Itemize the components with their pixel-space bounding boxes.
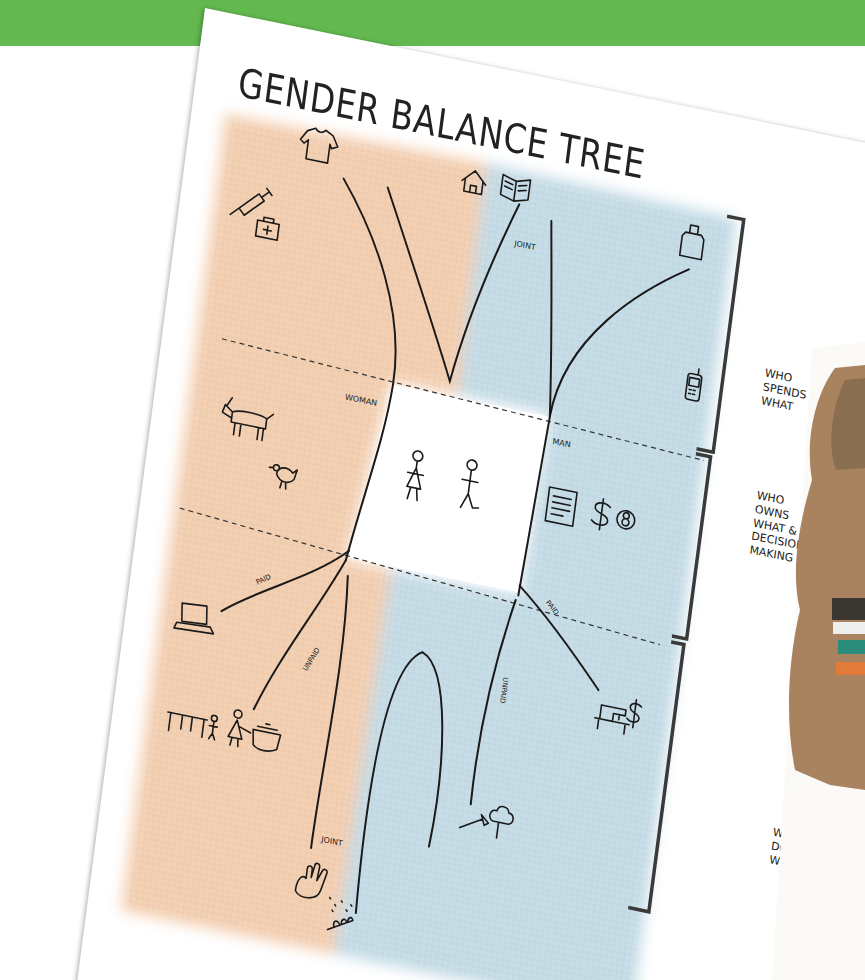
green-banner	[0, 0, 865, 46]
root-label: PAID	[255, 573, 273, 587]
man-figure	[458, 458, 484, 511]
person-label: WOMAN	[344, 393, 377, 409]
house-icon	[461, 169, 487, 196]
seeds-icon	[328, 898, 352, 915]
branch-line	[365, 178, 520, 391]
book-icon	[500, 175, 531, 204]
section-dividers	[175, 335, 707, 649]
map-shape	[789, 365, 865, 790]
paper-sheet: GENDER BALANCE TREE JOINT WHO SPENDS WHAT W…	[75, 8, 865, 980]
trunk-line	[295, 179, 418, 565]
chicken-icon	[267, 463, 297, 490]
tree-illustration	[75, 8, 865, 980]
person-label: MAN	[552, 437, 571, 450]
phone-icon	[685, 367, 703, 401]
sewing-machine-icon	[594, 704, 631, 735]
section-brackets	[628, 215, 744, 913]
woman-figure	[404, 449, 426, 501]
info-box	[832, 598, 865, 620]
money-icon	[626, 698, 642, 728]
sprout-icon	[328, 913, 354, 934]
laptop-icon	[174, 600, 217, 636]
axe-icon	[460, 811, 490, 833]
tree-icons	[139, 113, 723, 980]
trunk-space	[348, 380, 550, 594]
map-shade	[831, 378, 865, 470]
first-aid-icon	[256, 216, 280, 240]
container-icon	[680, 224, 706, 260]
text-layer: GENDER BALANCE TREE JOINT WHO SPENDS WHAT W…	[75, 8, 865, 980]
syringe-icon	[230, 182, 273, 222]
root-line	[311, 576, 351, 849]
section-bracket	[628, 640, 684, 912]
child-figure	[208, 715, 219, 740]
trunk-line	[518, 244, 689, 621]
hand-icon	[295, 860, 328, 901]
root-line	[254, 546, 346, 724]
orange-bar	[836, 662, 865, 675]
dashed-divider	[219, 339, 707, 461]
section-bracket	[697, 216, 744, 452]
watercolor-wash	[121, 110, 738, 980]
tree-lines	[186, 156, 693, 963]
man-texture	[335, 157, 733, 980]
diagram-title: GENDER BALANCE TREE	[236, 62, 648, 185]
root-line	[508, 586, 609, 691]
root-label: PAID	[544, 599, 561, 617]
info-strip	[833, 622, 865, 634]
table-icon	[166, 712, 208, 738]
root-label: UNPAID	[498, 676, 510, 704]
sheet-paper	[772, 342, 865, 980]
root-line	[354, 645, 456, 926]
money-icon	[591, 497, 612, 531]
tree-icon	[487, 804, 514, 841]
goat-icon	[220, 396, 275, 442]
section-label: WHO SPENDS WHAT	[760, 366, 809, 416]
coin-icon	[616, 509, 636, 530]
root-label: JOINT	[321, 835, 344, 849]
dashed-divider	[175, 508, 665, 645]
document-icon	[545, 487, 577, 526]
root-line	[221, 527, 349, 635]
root-line	[470, 596, 515, 808]
paper-texture	[127, 115, 733, 980]
woman-figure	[227, 709, 253, 749]
section-bracket	[672, 454, 711, 639]
clothes-icon	[298, 125, 339, 164]
branch-label: JOINT	[514, 239, 537, 253]
cooking-pot-icon	[251, 721, 282, 753]
root-label: UNPAID	[301, 646, 322, 673]
teal-bar	[838, 640, 865, 654]
